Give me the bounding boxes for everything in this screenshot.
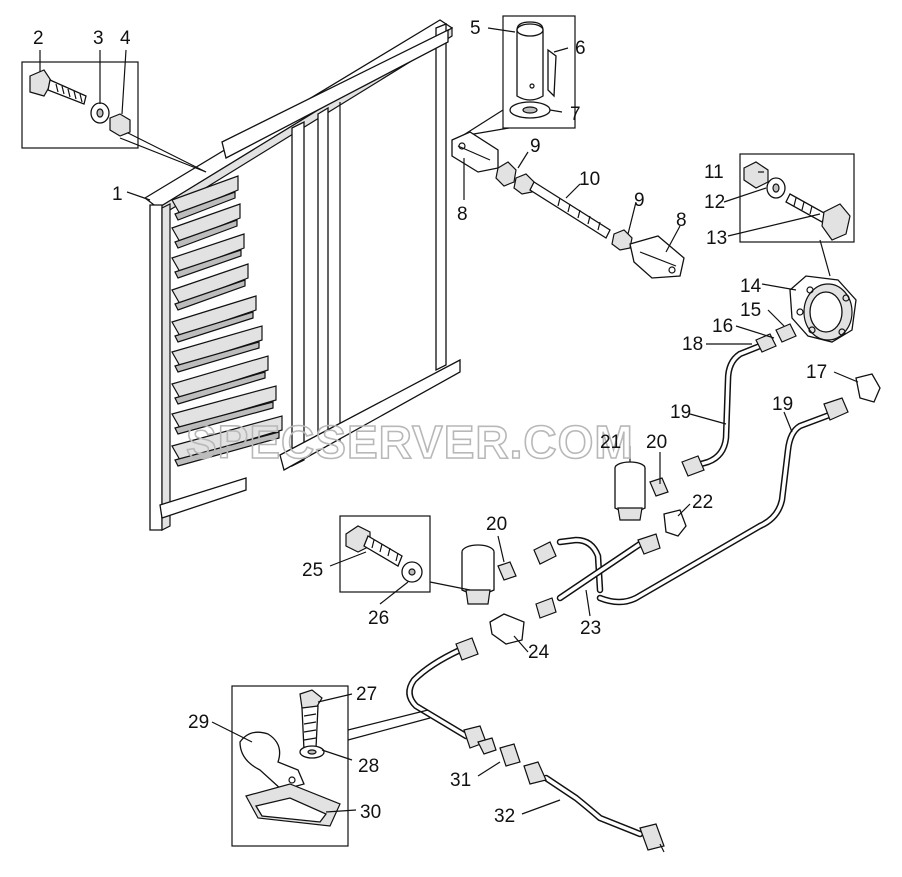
callout-28: 28 — [358, 756, 379, 777]
callout-21: 21 — [600, 432, 621, 453]
clevis-linkage — [451, 15, 685, 279]
callout-6: 6 — [575, 38, 586, 59]
callout-3: 3 — [93, 28, 104, 49]
callout-9-upper: 9 — [530, 136, 541, 157]
watermark-text: SPECSERVER.COM — [186, 416, 634, 468]
callout-27: 27 — [356, 684, 377, 705]
leader-lines — [39, 27, 859, 815]
callout-31: 31 — [450, 770, 471, 791]
callout-10: 10 — [579, 169, 600, 190]
callout-labels: 1 2 3 4 5 6 7 8 8 9 9 10 11 12 13 14 15 … — [33, 18, 827, 827]
louver-blades — [171, 175, 283, 467]
callout-19-left: 19 — [670, 402, 691, 423]
callout-25: 25 — [302, 560, 323, 581]
bolt-kit-middle — [339, 515, 471, 593]
callout-26: 26 — [368, 608, 389, 629]
callout-4: 4 — [120, 28, 131, 49]
air-dryer-cartridges — [461, 461, 646, 605]
callout-7: 7 — [570, 104, 581, 125]
callout-1: 1 — [112, 184, 123, 205]
callout-22: 22 — [692, 492, 713, 513]
shutter-actuator — [789, 275, 857, 343]
shutter-frame — [143, 19, 461, 531]
callout-12: 12 — [704, 192, 725, 213]
callout-9-lower: 9 — [634, 190, 645, 211]
callout-20-left: 20 — [486, 514, 507, 535]
callout-20-right: 20 — [646, 432, 667, 453]
fittings — [455, 323, 881, 853]
callout-24: 24 — [528, 642, 550, 663]
bolt-kit-top-left — [21, 61, 207, 173]
callout-30: 30 — [360, 802, 381, 823]
callout-17: 17 — [806, 362, 827, 383]
callout-19-right: 19 — [772, 394, 793, 415]
callout-29: 29 — [188, 712, 209, 733]
callout-23: 23 — [580, 618, 601, 639]
callout-16: 16 — [712, 316, 733, 337]
clamp-kit — [231, 685, 431, 847]
callout-13: 13 — [706, 228, 727, 249]
callout-2: 2 — [33, 28, 44, 49]
callout-15: 15 — [740, 300, 761, 321]
callout-32: 32 — [494, 806, 515, 827]
bolt-kit-top-right — [739, 153, 855, 277]
callout-5: 5 — [470, 18, 481, 39]
callout-11: 11 — [704, 162, 724, 183]
callout-14: 14 — [740, 276, 762, 297]
callout-18: 18 — [682, 334, 703, 355]
callout-8-lower: 8 — [676, 210, 687, 231]
callout-8-upper: 8 — [457, 204, 468, 225]
air-lines — [406, 342, 836, 838]
